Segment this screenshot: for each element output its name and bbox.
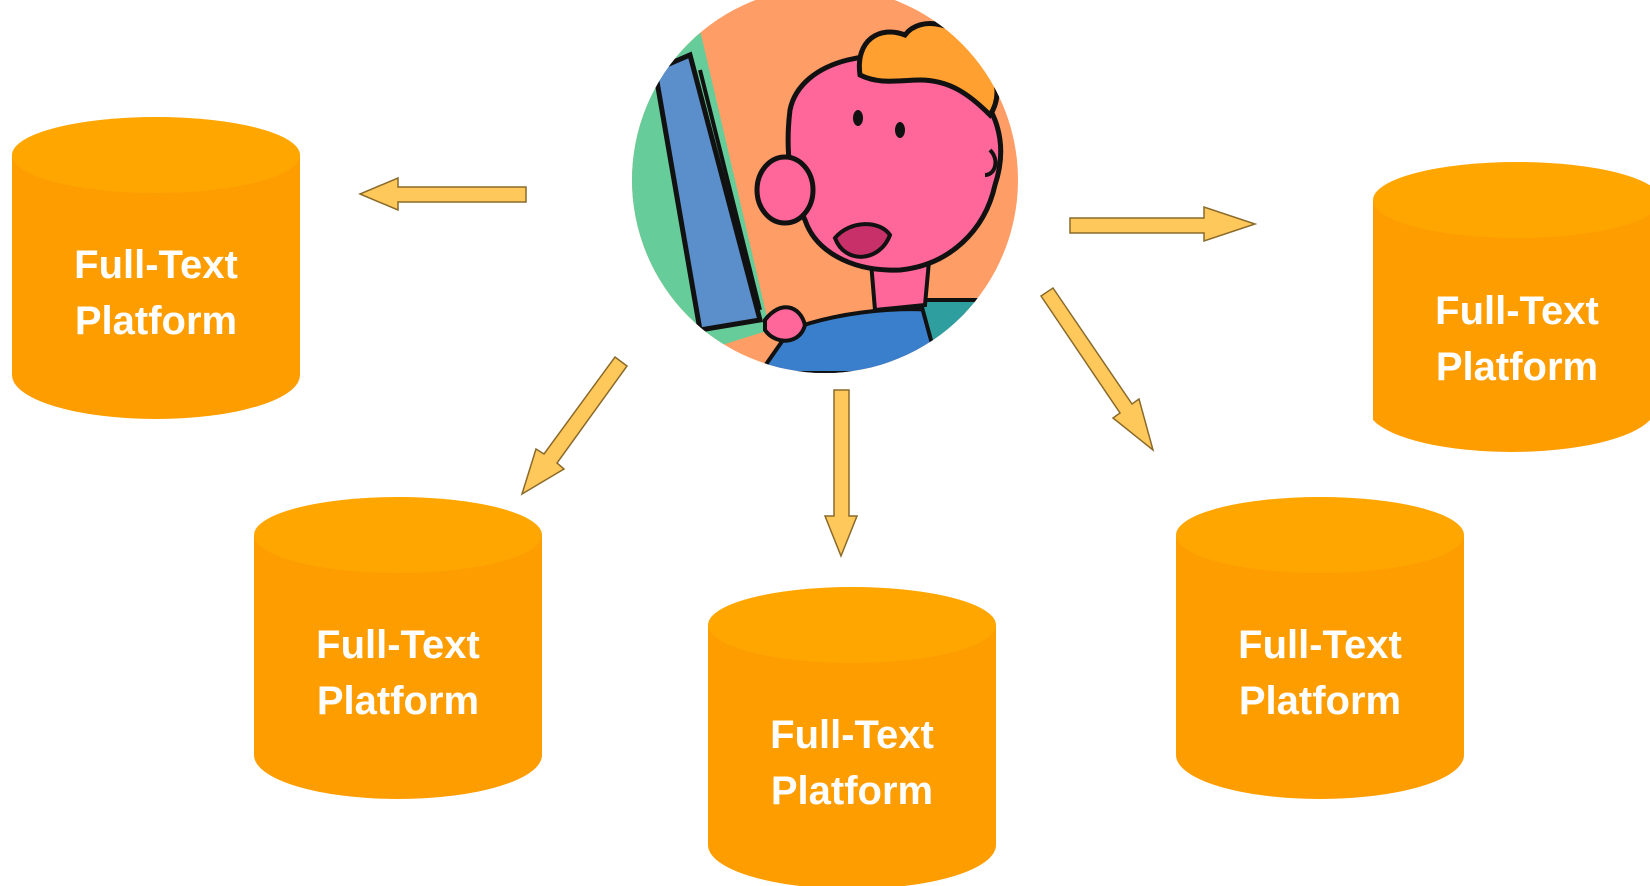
platform-label-line1: Full-Text bbox=[770, 713, 934, 757]
platform-label-left: Full-Text Platform bbox=[11, 237, 301, 349]
cartoon-user-at-computer-icon bbox=[632, 0, 1018, 373]
arrow-to-bottom-mid bbox=[823, 389, 859, 559]
platform-label-right: Full-Text Platform bbox=[1372, 283, 1650, 395]
platform-label-line1: Full-Text bbox=[74, 243, 238, 287]
platform-label-line1: Full-Text bbox=[1238, 623, 1402, 667]
platform-label-line1: Full-Text bbox=[316, 623, 480, 667]
platform-label-line2: Platform bbox=[74, 299, 238, 343]
cylinder-bottom-right bbox=[1176, 497, 1464, 799]
arrow-to-bottom-left bbox=[520, 355, 629, 496]
arrow-to-bottom-right bbox=[1039, 286, 1155, 453]
cylinder-bottom-left bbox=[254, 497, 542, 799]
cylinder-left bbox=[12, 117, 300, 419]
platform-label-line2: Platform bbox=[316, 679, 480, 723]
platform-label-line2: Platform bbox=[1435, 345, 1599, 389]
platform-label-line2: Platform bbox=[1238, 679, 1402, 723]
arrow-to-right bbox=[1069, 205, 1258, 243]
platform-label-bottom-mid: Full-Text Platform bbox=[707, 707, 997, 819]
platform-label-line1: Full-Text bbox=[1435, 289, 1599, 333]
arrow-to-left bbox=[358, 176, 527, 212]
cylinder-right bbox=[1373, 162, 1650, 452]
cylinder-bottom-mid bbox=[708, 587, 996, 886]
platform-label-line2: Platform bbox=[770, 769, 934, 813]
platform-label-bottom-right: Full-Text Platform bbox=[1175, 617, 1465, 729]
platform-label-bottom-left: Full-Text Platform bbox=[253, 617, 543, 729]
